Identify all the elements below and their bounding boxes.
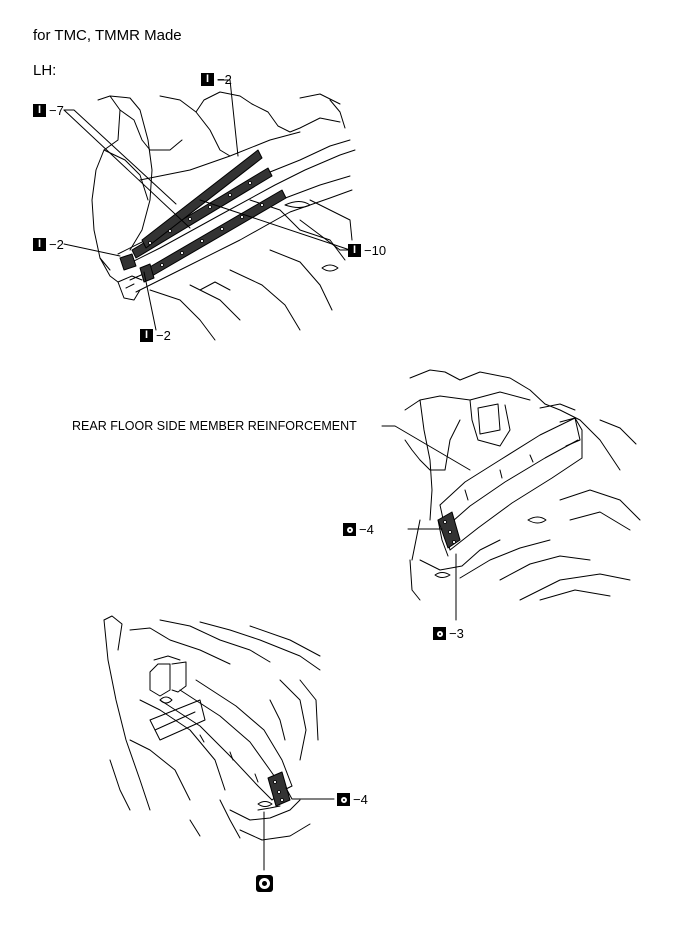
label-i-2-left: I −2: [33, 238, 64, 251]
spot-weld-i-icon: I: [348, 244, 361, 257]
arc-weld-o-icon: [433, 627, 446, 640]
spot-weld-i-icon: I: [140, 329, 153, 342]
label-i-2-bottom: I −2: [140, 329, 171, 342]
spot-weld-i-icon: I: [201, 73, 214, 86]
side-label: LH:: [33, 62, 57, 79]
arc-weld-o-icon: [343, 523, 356, 536]
bottom-view-leaders: [263, 787, 335, 871]
bottom-view-weld-patch: [267, 771, 291, 807]
label-o-4-bottom: −4: [337, 793, 368, 806]
sealer-target-icon: [256, 875, 273, 892]
top-view-drawing: [91, 91, 356, 341]
label-i-10: I −10: [348, 244, 386, 257]
middle-view-drawing: [404, 369, 641, 601]
page-title: for TMC, TMMR Made: [33, 27, 182, 44]
label-i-7: I −7: [33, 104, 64, 117]
callout-reinforcement: REAR FLOOR SIDE MEMBER REINFORCEMENT: [72, 419, 357, 433]
top-view-leaders: [63, 79, 351, 331]
middle-view-leaders: [381, 425, 471, 621]
label-o-3-mid: −3: [433, 627, 464, 640]
label-i-2-top: I −2: [201, 73, 232, 86]
weld-dots: [148, 181, 456, 802]
label-o-4-mid: −4: [343, 523, 374, 536]
arc-weld-o-icon: [337, 793, 350, 806]
spot-weld-i-icon: I: [33, 238, 46, 251]
spot-weld-i-icon: I: [33, 104, 46, 117]
top-view-weld-strips: [119, 149, 287, 283]
bottom-view-drawing: [103, 615, 321, 841]
